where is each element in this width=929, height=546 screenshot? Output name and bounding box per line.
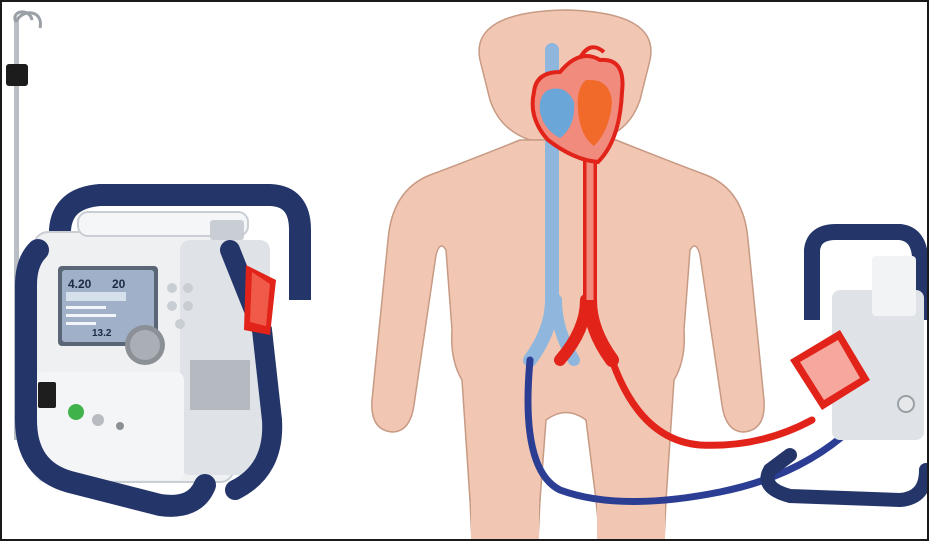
ecmo-console-right: [768, 232, 927, 500]
screen-value-2: 20: [112, 277, 126, 291]
control-knob-icon: [125, 325, 165, 365]
pump-head-icon: [244, 265, 276, 335]
screen-value-1: 4.20: [68, 277, 92, 291]
screen-value-3: 13.2: [92, 328, 112, 339]
ecmo-console-left: 4.20 20 13.2: [6, 12, 300, 506]
